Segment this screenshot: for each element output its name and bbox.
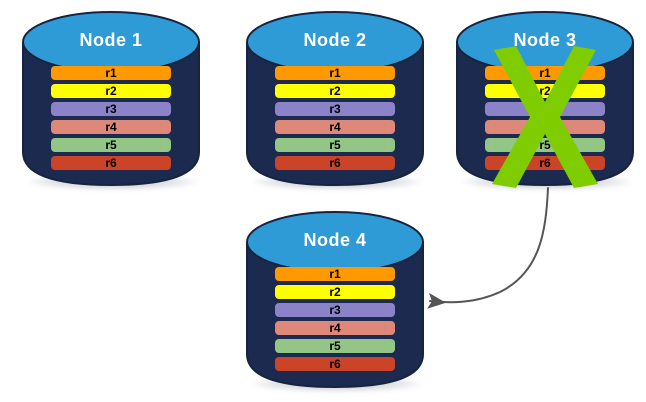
record-bar-r6[interactable]: r6 [485,156,605,170]
record-bar-r4[interactable]: r4 [485,120,605,134]
record-bar-r5[interactable]: r5 [275,138,395,152]
record-bar-r2[interactable]: r2 [51,84,171,98]
record-bar-r5[interactable]: r5 [51,138,171,152]
record-bar-r5[interactable]: r5 [485,138,605,152]
record-bar-r4[interactable]: r4 [275,321,395,335]
record-bar-r5[interactable]: r5 [275,339,395,353]
record-bar-r2[interactable]: r2 [275,285,395,299]
record-bar-r3[interactable]: r3 [275,102,395,116]
record-bar-r6[interactable]: r6 [275,156,395,170]
record-bar-r3[interactable]: r3 [485,102,605,116]
record-bar-r1[interactable]: r1 [485,66,605,80]
node-2-record-list: r1 r2 r3 r4 r5 r6 [275,66,395,170]
record-bar-r1[interactable]: r1 [275,66,395,80]
record-bar-r6[interactable]: r6 [51,156,171,170]
record-bar-r2[interactable]: r2 [275,84,395,98]
record-bar-r4[interactable]: r4 [275,120,395,134]
record-bar-r1[interactable]: r1 [275,267,395,281]
node-1-record-list: r1 r2 r3 r4 r5 r6 [51,66,171,170]
node-3-record-list: r1 r2 r3 r4 r5 r6 [485,66,605,170]
record-bar-r4[interactable]: r4 [51,120,171,134]
node-4-record-list: r1 r2 r3 r4 r5 r6 [275,267,395,371]
record-bar-r6[interactable]: r6 [275,357,395,371]
record-bar-r1[interactable]: r1 [51,66,171,80]
record-bar-r3[interactable]: r3 [275,303,395,317]
record-bar-r2[interactable]: r2 [485,84,605,98]
record-bar-r3[interactable]: r3 [51,102,171,116]
